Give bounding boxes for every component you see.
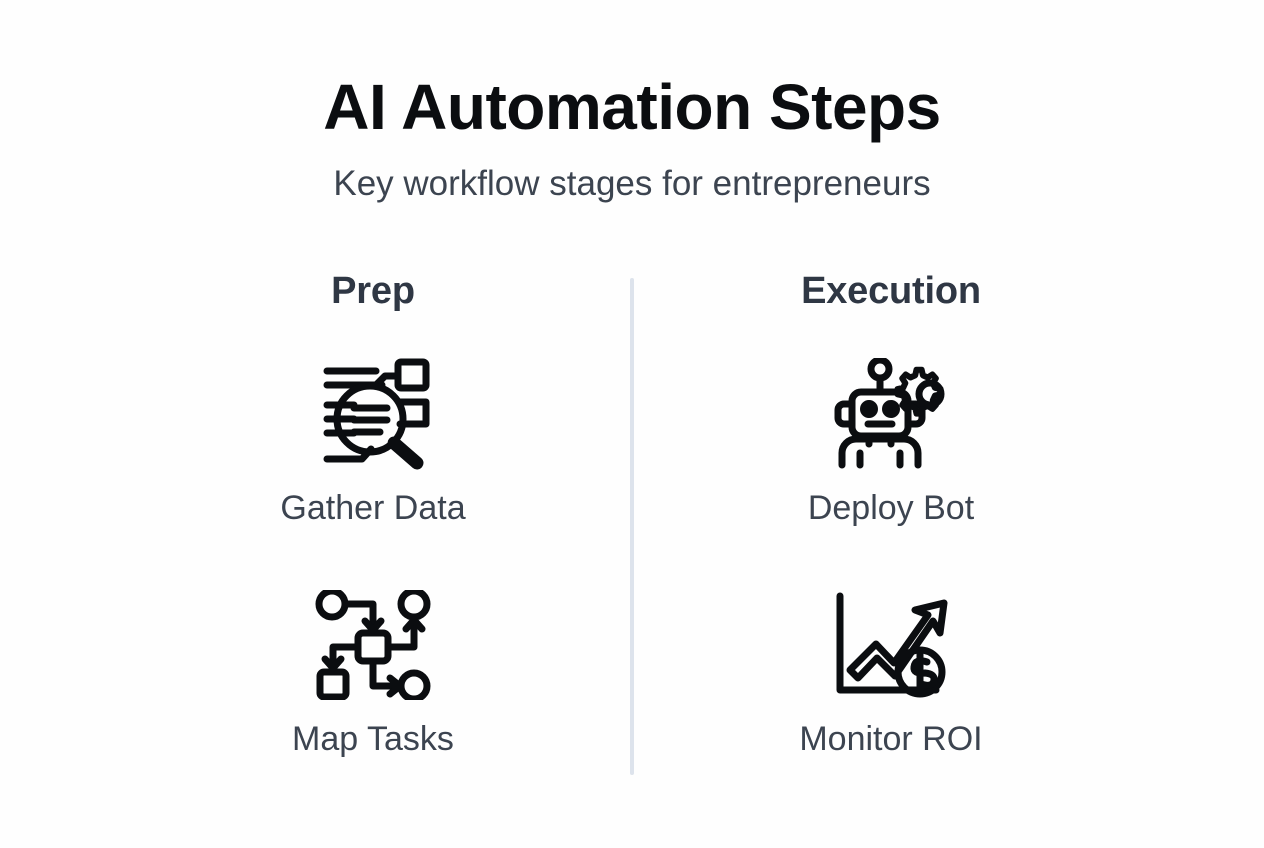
item-label-monitor-roi: Monitor ROI [799,720,983,759]
item-label-map-tasks: Map Tasks [292,720,454,759]
item-label-gather-data: Gather Data [280,489,466,527]
item-gather-data[interactable]: Gather Data [280,353,466,528]
robot-gear-icon [826,353,956,475]
item-deploy-bot[interactable]: Deploy Bot [808,353,974,528]
flowchart-nodes-icon [308,584,438,706]
growth-chart-dollar-icon [826,584,956,706]
column-prep: Prep [178,270,568,759]
columns-container: Prep [0,270,1264,775]
column-title-execution: Execution [801,270,981,312]
column-title-prep: Prep [331,270,415,312]
page-subtitle: Key workflow stages for entrepreneurs [333,164,931,204]
column-divider [630,278,634,775]
item-map-tasks[interactable]: Map Tasks [292,584,454,759]
column-execution: Execution [696,270,1086,759]
item-monitor-roi[interactable]: Monitor ROI [799,584,983,759]
page-title: AI Automation Steps [323,71,941,143]
data-search-icon [308,353,438,475]
item-label-deploy-bot: Deploy Bot [807,489,975,527]
